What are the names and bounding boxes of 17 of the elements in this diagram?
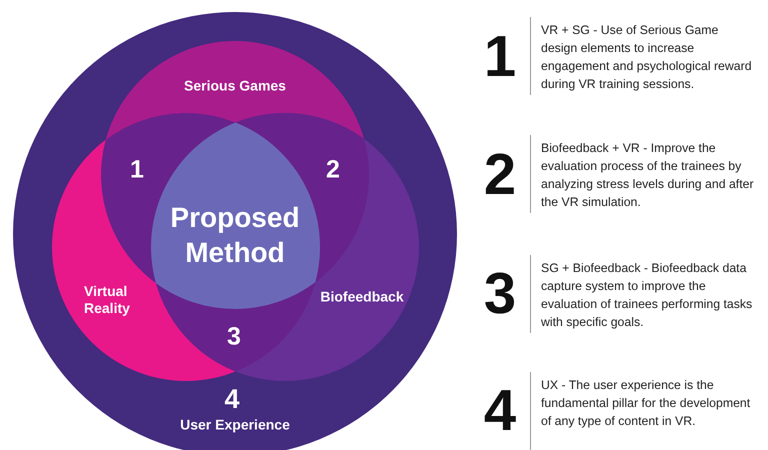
item-number: 3 bbox=[484, 265, 516, 323]
center-title: Proposed Method bbox=[169, 201, 301, 270]
description-text: UX - The user experience is the fundamental pillar for the development of any type of content in VR. bbox=[541, 377, 752, 430]
region-number: 3 bbox=[227, 324, 241, 350]
description-text: SG + Biofeedback - Biofeedback data capture system to improve the evaluation of trainees performing tasks with specific goals. bbox=[541, 260, 754, 331]
description-text: VR + SG - Use of Serious Game design elements to increase engagement and psychological reward during VR training sessions. bbox=[541, 22, 753, 93]
description-text: Biofeedback + VR - Improve the evaluation process of the trainees by analyzing stress levels during and after the VR simulation. bbox=[541, 140, 755, 211]
item-number: 4 bbox=[484, 382, 516, 440]
item-number: 2 bbox=[484, 146, 516, 204]
region-number: 4 bbox=[224, 382, 240, 416]
circle-label: Virtual Reality bbox=[84, 283, 131, 317]
circle-label: Serious Games bbox=[183, 78, 287, 94]
region-number: 2 bbox=[326, 158, 340, 182]
region-number: 1 bbox=[130, 158, 144, 182]
circle-label: Biofeedback bbox=[319, 288, 405, 306]
circle-label: User Experience bbox=[179, 416, 291, 434]
item-number: 1 bbox=[484, 28, 516, 86]
